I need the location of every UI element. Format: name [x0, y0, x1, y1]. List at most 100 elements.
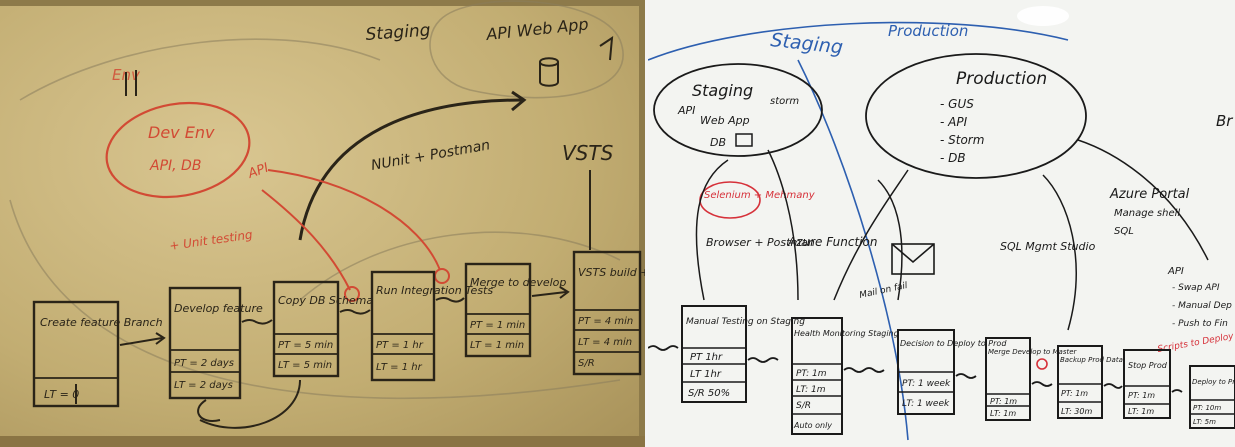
red-mark-icon: [344, 286, 360, 302]
box-vsts-build-title: VSTS build + deploy: [578, 266, 645, 279]
box-manual-testing-sr: S/R 50%: [688, 388, 730, 399]
box-copy-db-title: Copy DB Schema: [278, 294, 373, 307]
box-manual-testing-lt: LT 1hr: [690, 369, 722, 380]
box-health-monitoring-note: Auto only: [793, 421, 832, 430]
staging-cloud-title: Staging: [692, 81, 753, 100]
board-surface: [0, 0, 645, 447]
staging-item-db: DB: [710, 136, 726, 149]
arrow-to-staging: [298, 98, 523, 241]
connector-arrows: [695, 139, 1209, 331]
box-develop-feature-title: Develop feature: [174, 302, 263, 315]
dev-env-cloud: [105, 101, 251, 199]
box-health-monitoring-title: Health Monitoring Staging: [794, 329, 899, 338]
arrow-head-icon: [599, 36, 614, 61]
staging-storm: storm: [770, 96, 799, 107]
production-item-api: - API: [940, 115, 968, 129]
box-copy-db-lt: LT = 5 min: [278, 360, 332, 371]
right-whiteboard-photo: Staging Production Staging API Web App D…: [648, 0, 1235, 447]
api-db-label: API, DB: [149, 158, 201, 174]
env-scribble: [125, 70, 137, 96]
box-deploy-prod-pt: PT: 10m: [1193, 404, 1221, 412]
staging-item-webapp: Web App: [700, 114, 750, 127]
azure-portal-line-1: Manage shell: [1114, 208, 1180, 219]
vsts-label: VSTS: [562, 141, 614, 165]
right-list-item-3: - Push to Fin: [1172, 319, 1228, 329]
mail-envelope-icon: [891, 243, 935, 275]
blue-separator-lines: [648, 21, 1069, 441]
right-list-title: API: [1167, 266, 1184, 277]
red-arrow-1: [261, 189, 351, 291]
left-whiteboard-photo: Staging API Web App Env Dev Env API, DB …: [0, 0, 645, 447]
production-cloud-title: Production: [956, 69, 1047, 89]
board-frame-top: [0, 0, 645, 6]
box-decision-pt: PT: 1 week: [902, 379, 951, 389]
box-create-branch-lt: LT = 0: [44, 388, 79, 401]
box-deploy-prod-lt: LT: 5m: [1193, 418, 1216, 426]
box-develop-feature-pt: PT = 2 days: [174, 358, 234, 369]
box-health-monitoring-pt: PT: 1m: [796, 369, 827, 379]
flow-arrows: [648, 345, 1183, 393]
box-decision-title: Decision to Deploy to Prod: [900, 339, 1007, 348]
box-vsts-build-sr: S/R: [578, 358, 595, 369]
selenium-note: Selenium + Mehmany: [704, 190, 816, 201]
right-list-item-2: - Manual Dep: [1172, 301, 1232, 311]
box-merge-develop-title: Merge to develop: [470, 276, 566, 289]
box-deploy-prod-title: Deploy to Prod: [1192, 378, 1235, 386]
azure-portal-line-2: SQL: [1114, 226, 1134, 237]
box-merge-master-title: Merge Develop to Master: [988, 348, 1078, 356]
azure-portal-title: Azure Portal: [1109, 187, 1190, 202]
box-merge-develop-pt: PT = 1 min: [470, 320, 525, 331]
right-list-item-1: - Swap API: [1172, 283, 1220, 293]
azure-function-note: Azure Function: [787, 235, 877, 249]
box-backup-title: Backup Prod Data: [1060, 356, 1123, 364]
red-mark-icon: [1036, 358, 1048, 370]
red-api-label: API: [245, 161, 271, 183]
staging-item-api: API: [677, 104, 695, 117]
red-arrow-2: [267, 169, 441, 271]
production-item-db: - DB: [940, 151, 966, 165]
box-manual-testing-pt: PT 1hr: [690, 352, 723, 363]
right-whiteboard-drawing: Staging Production Staging API Web App D…: [648, 0, 1235, 447]
box-health-monitoring-lt: LT: 1m: [796, 385, 826, 395]
process-box-dividers: [34, 309, 640, 379]
arrow-head-icon: [511, 90, 527, 112]
box-stop-prod-lt: LT: 1m: [1128, 407, 1154, 416]
box-vsts-build-lt: LT = 4 min: [578, 337, 632, 348]
photo-divider: [645, 0, 648, 447]
box-merge-develop-lt: LT = 1 min: [470, 340, 524, 351]
staging-cloud: [653, 63, 823, 157]
faint-background-strokes: [9, 0, 624, 400]
box-develop-feature-lt: LT = 2 days: [174, 380, 233, 391]
box-manual-testing-title: Manual Testing on Staging: [686, 317, 805, 327]
process-box-dividers: [682, 347, 1235, 415]
database-box-icon: [735, 133, 753, 147]
sql-studio-note: SQL Mgmt Studio: [1000, 240, 1096, 253]
mail-envelope-flap: [891, 243, 935, 264]
board-frame-right: [639, 0, 645, 447]
browser-postman-note: Browser + Postman: [706, 236, 815, 249]
box-copy-db-pt: PT = 5 min: [278, 340, 333, 351]
box-health-monitoring-sr: S/R: [796, 401, 811, 411]
box-integration-tests-title: Run Integration Tests: [376, 284, 493, 297]
board-frame-bottom: [0, 436, 645, 447]
left-whiteboard-drawing: Staging API Web App Env Dev Env API, DB …: [0, 0, 645, 447]
box-backup-pt: PT: 1m: [1061, 389, 1088, 398]
box-merge-master-pt: PT: 1m: [990, 397, 1017, 406]
flow-arrows: [75, 286, 570, 429]
box-vsts-build-pt: PT = 4 min: [578, 316, 633, 327]
staging-label: Staging: [365, 20, 431, 44]
box-stop-prod-title: Stop Prod: [1128, 361, 1168, 370]
box-backup-lt: LT: 30m: [1061, 407, 1092, 416]
production-item-storm: - Storm: [940, 133, 984, 147]
process-box-outlines: [32, 250, 642, 408]
box-integration-tests-lt: LT = 1 hr: [376, 362, 423, 373]
box-create-branch-title: Create feature Branch: [40, 316, 163, 329]
database-cylinder-icon: [539, 57, 559, 87]
production-cloud: [865, 53, 1087, 179]
dev-env-label: Dev Env: [148, 123, 215, 142]
box-integration-tests-pt: PT = 1 hr: [376, 340, 424, 351]
edge-cut-text: Br: [1216, 112, 1233, 130]
production-heading: Production: [888, 22, 968, 40]
production-item-gus: - GUS: [940, 97, 974, 111]
light-glare: [1017, 6, 1069, 26]
